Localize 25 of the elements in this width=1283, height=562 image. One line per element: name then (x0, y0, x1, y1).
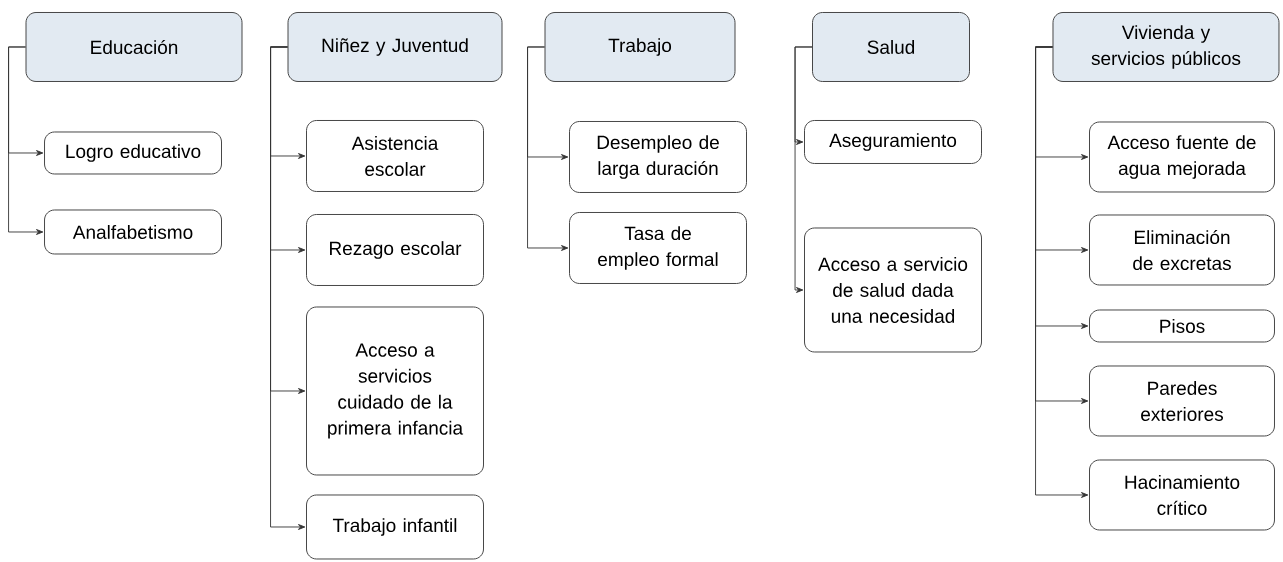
indicator-box: Acceso fuente de agua mejorada (1089, 121, 1275, 193)
indicator-box: Rezago escolar (306, 214, 484, 286)
category-box: Educación (25, 12, 243, 82)
indicator-box: Logro educativo (44, 131, 222, 175)
indicator-box: Acceso a servicios cuidado de la primera infancia (306, 306, 484, 476)
indicator-box: Desempleo de larga duración (569, 121, 747, 193)
indicator-box: Eliminación de excretas (1089, 214, 1275, 286)
indicator-box: Analfabetismo (44, 209, 222, 255)
indicator-box: Trabajo infantil (306, 494, 484, 560)
arrow (270, 46, 306, 530)
category-box: Salud (812, 12, 970, 82)
indicator-box: Acceso a servicio de salud dada una necesidad (804, 227, 982, 353)
arrow (527, 46, 569, 251)
arrow (8, 46, 44, 235)
indicator-box: Hacinamiento crítico (1089, 459, 1275, 531)
indicator-box: Paredes exteriores (1089, 365, 1275, 437)
indicator-box: Aseguramiento (804, 120, 982, 164)
category-box: Trabajo (544, 12, 736, 82)
indicator-box: Asistencia escolar (306, 120, 484, 192)
arrow (1035, 46, 1089, 498)
indicator-box: Tasa de empleo formal (569, 212, 747, 284)
category-box: Niñez y Juventud (287, 12, 503, 82)
category-box: Vivienda y servicios públicos (1052, 12, 1280, 82)
arrow (794, 46, 813, 293)
indicator-box: Pisos (1089, 309, 1275, 343)
